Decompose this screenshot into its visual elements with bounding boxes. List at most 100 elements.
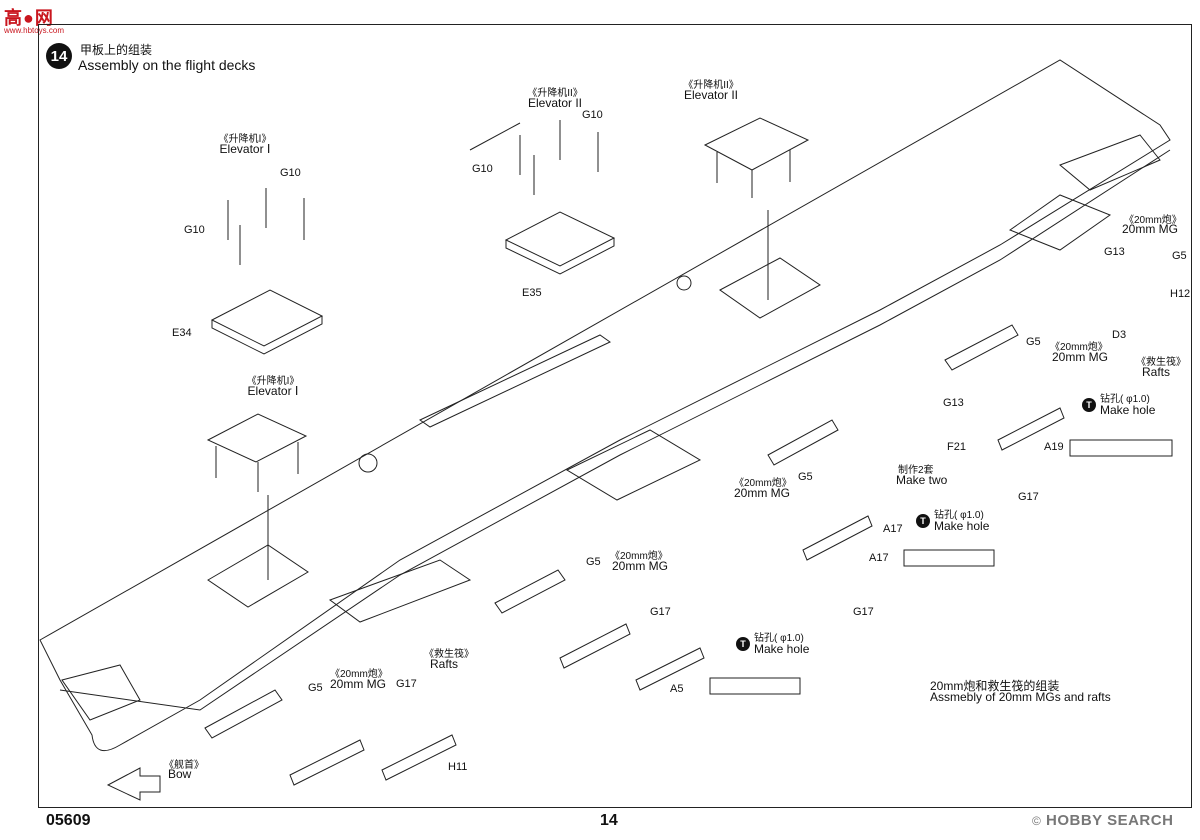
make-two-cn-label: 制作2套 <box>898 465 934 476</box>
flight-deck-outline <box>39 59 1171 752</box>
part-label-g5: G5 <box>1172 250 1187 262</box>
deck-strip-2 <box>469 122 521 151</box>
deck-opening-mid <box>719 257 821 319</box>
part-label-g13: G13 <box>943 397 964 409</box>
drill-icon: T <box>916 514 930 528</box>
deck-marker-circle-2 <box>676 275 692 291</box>
kit-number: 05609 <box>46 812 91 829</box>
bow-arrow <box>106 767 161 801</box>
part-label-d3: D3 <box>1112 329 1127 341</box>
part-label-g17: G17 <box>1018 491 1039 503</box>
page-frame <box>38 24 1192 808</box>
page-number: 14 <box>600 812 618 829</box>
part-label-g17: G17 <box>396 678 417 690</box>
part-label-g10: G10 <box>472 163 493 175</box>
mg-cn-label: 《20mm炮》 <box>330 669 388 680</box>
mg-cn-label: 《20mm炮》 <box>1050 342 1108 353</box>
a19-profile <box>1069 439 1173 457</box>
part-label-g10: G10 <box>184 224 205 236</box>
gun-rack-8 <box>997 407 1065 451</box>
part-label-g10: G10 <box>582 109 603 121</box>
site-watermark-url: www.hbtoys.com <box>4 26 65 35</box>
part-label-h12: H12 <box>1170 288 1191 300</box>
elevator-1-en-label: Elevator Ⅰ <box>219 142 271 156</box>
mg-en-label: 20mm MG <box>1052 350 1109 364</box>
gun-rack-2 <box>494 569 566 614</box>
drill-en-label: Make hole <box>1100 403 1156 417</box>
rafts-rack <box>381 734 457 781</box>
rafts-cn-label: 《救生筏》 <box>424 649 474 660</box>
site-watermark-logo: 高●网 <box>4 8 54 28</box>
a5-profile <box>709 677 801 695</box>
elevator-1-cn-label: 《升降机Ⅰ》 <box>218 134 272 145</box>
mg-en-label: 20mm MG <box>734 486 791 500</box>
gun-rack-5 <box>289 739 365 786</box>
drill-en-label: Make hole <box>754 642 810 656</box>
drill-icon: T <box>736 637 750 651</box>
part-label-e35: E35 <box>522 287 542 299</box>
mg-en-label: 20mm MG <box>1122 222 1179 236</box>
deck-marker-circle-1 <box>358 453 378 473</box>
side-structure-3 <box>1059 134 1161 191</box>
drill-en-label: Make hole <box>934 519 990 533</box>
elevator-2-top-assembly <box>504 120 616 275</box>
drill-cn-label: 钻孔( φ1.0) <box>934 510 984 521</box>
rafts-en-label: Rafts <box>1142 365 1171 379</box>
part-label-f21: F21 <box>947 441 966 453</box>
gun-rack-6 <box>559 623 631 669</box>
rafts-cn-label: 《救生筏》 <box>1136 357 1186 368</box>
part-label-a17: A17 <box>869 552 889 564</box>
deck-side-edge <box>59 149 1171 711</box>
gun-rack-4 <box>944 324 1019 371</box>
a5-rack <box>635 647 705 691</box>
elevator-1-top-assembly <box>210 188 324 355</box>
step-number-badge: 14 <box>46 43 72 69</box>
part-label-g5: G5 <box>1026 336 1041 348</box>
gun-rack-3 <box>767 419 839 466</box>
elevator-2b-cn-label: 《升降机II》 <box>683 80 739 91</box>
elevator-2-table <box>703 117 810 300</box>
step-title-cn: 甲板上的组装 <box>80 43 153 57</box>
part-label-a17: A17 <box>883 523 903 535</box>
bow-en-label: Bow <box>168 767 192 781</box>
drill-cn-label: 钻孔( φ1.0) <box>754 633 804 644</box>
gun-rack-7 <box>802 515 873 561</box>
gun-rack-1 <box>204 689 283 739</box>
part-label-g13: G13 <box>1104 246 1125 258</box>
elevator-2-cn-label: 《升降机II》 <box>527 88 583 99</box>
part-label-a19: A19 <box>1044 441 1064 453</box>
assembly-note-cn: 20mm炮和救生筏的组装 <box>930 679 1060 693</box>
part-label-g5: G5 <box>308 682 323 694</box>
mg-cn-label: 《20mm炮》 <box>610 551 668 562</box>
deck-opening-rear <box>207 544 309 608</box>
bow-gun-structure <box>61 664 141 721</box>
part-label-g17: G17 <box>853 606 874 618</box>
drill-cn-label: 钻孔( φ1.0) <box>1100 394 1150 405</box>
elevator-1-table <box>206 413 308 580</box>
side-structure-1 <box>328 559 472 623</box>
elevator-2-en-label: Elevator II <box>527 96 583 110</box>
a17-profile <box>903 549 995 567</box>
mg-en-label: 20mm MG <box>330 677 387 691</box>
elevator-2b-en-label: Elevator II <box>683 88 739 102</box>
hobby-search-watermark: HOBBY SEARCH <box>1046 812 1174 829</box>
mg-cn-label: 《20mm炮》 <box>1124 215 1182 226</box>
deck-lift-platform <box>565 429 702 501</box>
watermark-copyright: © <box>1032 814 1041 828</box>
elevator-1b-cn-label: 《升降机I》 <box>246 376 300 387</box>
part-label-g10: G10 <box>280 167 301 179</box>
mg-en-label: 20mm MG <box>612 559 669 573</box>
mg-cn-label: 《20mm炮》 <box>734 478 792 489</box>
part-label-e34: E34 <box>172 327 192 339</box>
part-label-g5: G5 <box>586 556 601 568</box>
assembly-note-en: Assmebly of 20mm MGs and rafts <box>930 690 1111 704</box>
step-title-en: Assembly on the flight decks <box>78 57 256 73</box>
deck-strip-1 <box>419 334 611 428</box>
part-label-g5: G5 <box>798 471 813 483</box>
elevator-1b-en-label: Elevator Ⅰ <box>247 384 299 398</box>
side-structure-2 <box>1008 194 1112 251</box>
part-label-a5: A5 <box>670 683 684 695</box>
part-label-g17: G17 <box>650 606 671 618</box>
drill-icon: T <box>1082 398 1096 412</box>
